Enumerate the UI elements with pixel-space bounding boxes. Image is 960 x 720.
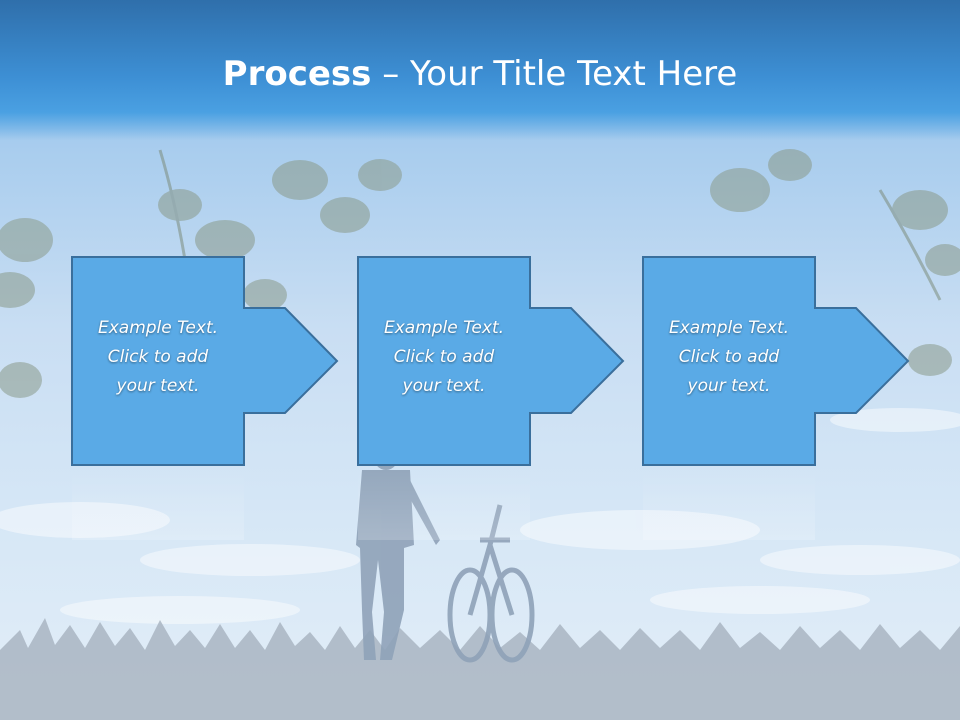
slide-title[interactable]: Process – Your Title Text Here [0,54,960,94]
step-text: Example Text. Click to add your text. [645,314,813,401]
step-text-line: Example Text. [97,318,219,338]
step-text-line: your text. [116,376,200,396]
grass [0,618,960,720]
title-separator: – [371,54,411,94]
leaves [0,149,960,398]
title-bold-word: Process [222,54,372,94]
step-text-line: Click to add [107,347,209,367]
step-arrow-box [642,256,910,466]
title-rest: Your Title Text Here [410,54,738,94]
step-text-line: Example Text. [668,318,790,338]
step-text-line: Click to add [678,347,780,367]
box-reflections [72,470,815,540]
step-text: Example Text. Click to add your text. [360,314,528,401]
step-arrow-box [357,256,625,466]
step-text: Example Text. Click to add your text. [74,314,242,401]
step-text-line: Click to add [393,347,495,367]
title-banner [0,0,960,140]
step-text-line: Example Text. [383,318,505,338]
step-text-line: your text. [402,376,486,396]
step-text-line: your text. [687,376,771,396]
